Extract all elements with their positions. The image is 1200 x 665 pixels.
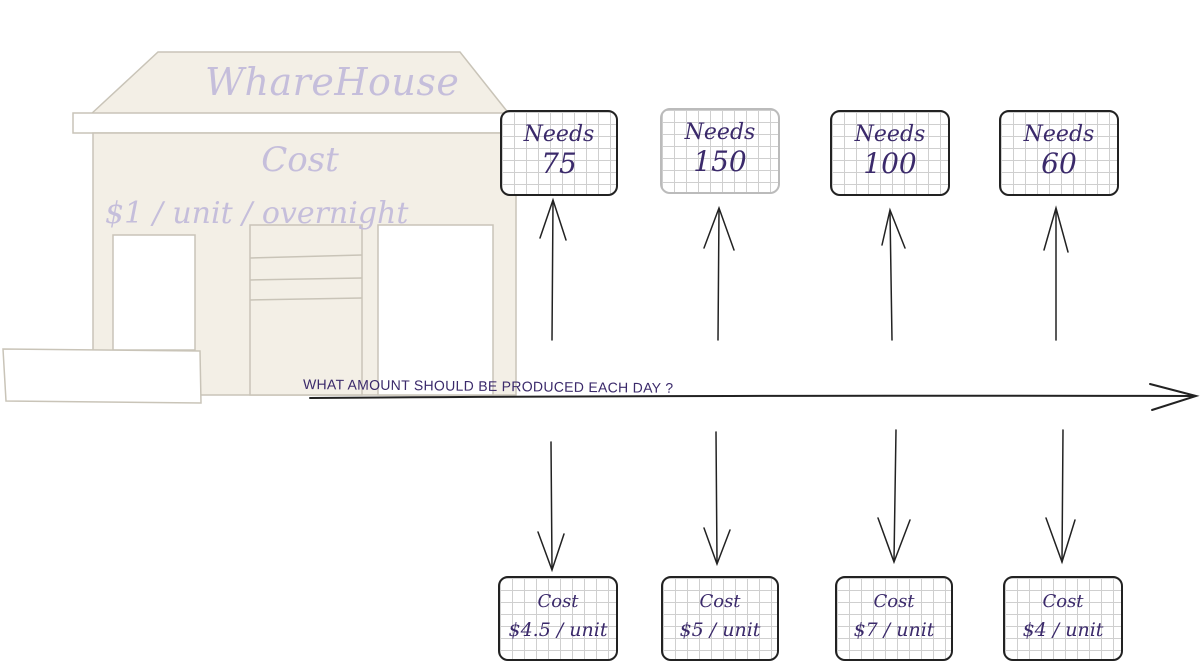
cost-card-label: Cost bbox=[699, 591, 741, 612]
cost-card-4: Cost $4 / unit bbox=[1003, 576, 1123, 661]
cost-card-value: $5 / unit bbox=[679, 619, 761, 641]
cost-arrow-1 bbox=[537, 441, 565, 573]
needs-arrow-2 bbox=[703, 205, 735, 341]
cost-card-label: Cost bbox=[873, 591, 915, 612]
needs-card-1: Needs 75 bbox=[500, 110, 618, 196]
timeline-arrow bbox=[309, 383, 1200, 411]
needs-card-label: Needs bbox=[1023, 122, 1095, 147]
needs-card-label: Needs bbox=[684, 120, 756, 145]
cost-card-value: $7 / unit bbox=[853, 619, 935, 641]
needs-arrows bbox=[539, 197, 1069, 341]
warehouse-building bbox=[2, 51, 517, 404]
cost-card-3: Cost $7 / unit bbox=[835, 576, 953, 661]
warehouse-cost-label: Cost bbox=[261, 140, 339, 180]
cost-card-label: Cost bbox=[1042, 591, 1084, 612]
warehouse-door-left bbox=[112, 234, 196, 351]
warehouse-eave bbox=[72, 112, 514, 134]
cost-card-1: Cost $4.5 / unit bbox=[498, 576, 618, 661]
needs-card-label: Needs bbox=[854, 122, 926, 147]
cost-arrow-2 bbox=[703, 431, 731, 567]
needs-card-3: Needs 100 bbox=[830, 110, 950, 196]
cost-card-2: Cost $5 / unit bbox=[661, 576, 779, 661]
needs-card-value: 60 bbox=[1041, 147, 1077, 180]
warehouse-loading-step bbox=[2, 348, 202, 404]
cost-arrow-4 bbox=[1045, 429, 1076, 565]
warehouse-door-right bbox=[377, 224, 494, 396]
warehouse-cost-value: $1 / unit / overnight bbox=[105, 196, 409, 231]
needs-arrow-3 bbox=[881, 207, 906, 341]
cost-card-label: Cost bbox=[537, 591, 579, 612]
needs-card-label: Needs bbox=[523, 122, 595, 147]
needs-card-2: Needs 150 bbox=[660, 108, 780, 194]
cost-card-value: $4 / unit bbox=[1022, 619, 1104, 641]
warehouse-garage-door bbox=[249, 224, 363, 396]
cost-arrow-3 bbox=[877, 429, 911, 565]
cost-arrows bbox=[537, 429, 1076, 573]
needs-card-value: 150 bbox=[693, 145, 747, 178]
warehouse-title: WhareHouse bbox=[205, 60, 460, 104]
needs-arrow-4 bbox=[1043, 205, 1069, 341]
needs-card-4: Needs 60 bbox=[999, 110, 1119, 196]
needs-arrow-1 bbox=[539, 197, 567, 341]
needs-card-value: 75 bbox=[541, 147, 577, 180]
needs-card-value: 100 bbox=[863, 147, 917, 180]
cost-card-value: $4.5 / unit bbox=[508, 619, 608, 641]
